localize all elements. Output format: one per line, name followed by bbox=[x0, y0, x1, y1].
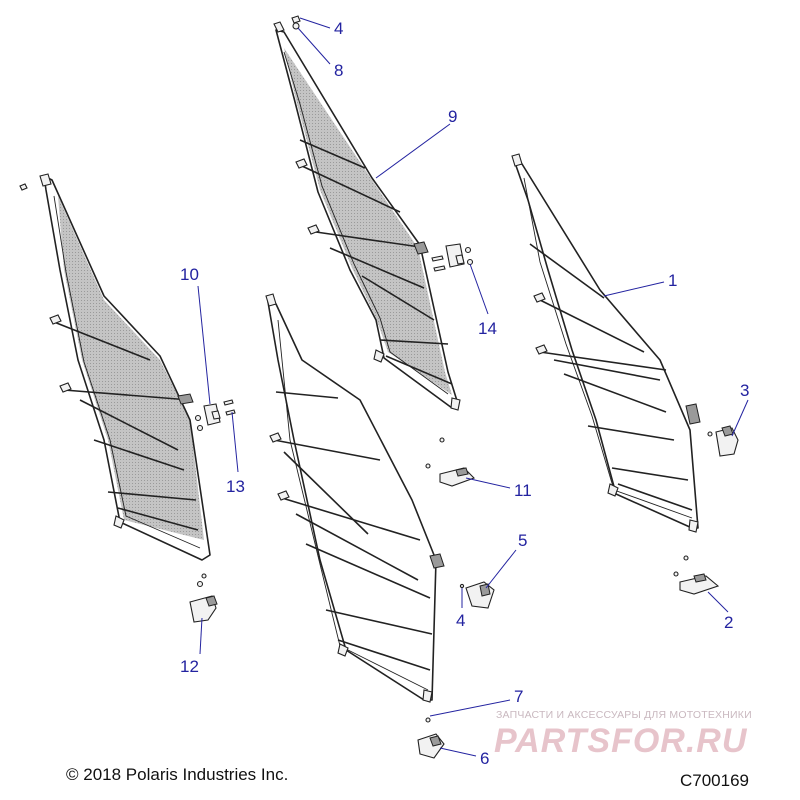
callout-4-top: 4 bbox=[334, 19, 343, 38]
copyright-text: © 2018 Polaris Industries Inc. bbox=[66, 765, 288, 784]
callout-9: 9 bbox=[448, 107, 457, 126]
callout-13: 13 bbox=[226, 477, 245, 496]
callout-6: 6 bbox=[480, 749, 489, 768]
callout-8: 8 bbox=[334, 61, 343, 80]
callout-labels: 1 2 3 4 4 5 6 7 8 9 10 11 12 13 14 bbox=[180, 19, 749, 768]
leader-lines bbox=[197, 17, 749, 757]
callout-3: 3 bbox=[740, 381, 749, 400]
door-frame-right bbox=[511, 153, 701, 533]
watermark: ЗАПЧАСТИ И АКСЕССУАРЫ ДЛЯ МОТОТЕХНИКИ PA… bbox=[494, 709, 752, 760]
callout-10: 10 bbox=[180, 265, 199, 284]
watermark-brand: PARTSFOR.RU bbox=[494, 722, 748, 760]
watermark-tagline: ЗАПЧАСТИ И АКСЕССУАРЫ ДЛЯ МОТОТЕХНИКИ bbox=[496, 709, 752, 721]
door-net-front-left bbox=[19, 173, 211, 561]
callout-14: 14 bbox=[478, 319, 497, 338]
diagram-code: C700169 bbox=[680, 771, 749, 790]
hinge-assembly-10 bbox=[194, 399, 236, 432]
hinge-11 bbox=[425, 437, 475, 487]
latch-6 bbox=[417, 717, 445, 759]
hinge-2 bbox=[673, 555, 720, 595]
callout-12: 12 bbox=[180, 657, 199, 676]
door-net-rear-left bbox=[273, 21, 461, 411]
hinge-assembly-14 bbox=[431, 243, 474, 272]
screw-and-washer-top bbox=[291, 15, 301, 30]
door-frame-center bbox=[265, 293, 445, 703]
callout-4-mid: 4 bbox=[456, 611, 465, 630]
callout-11: 11 bbox=[514, 481, 532, 500]
callout-5: 5 bbox=[518, 531, 527, 550]
callout-7: 7 bbox=[514, 687, 523, 706]
latch-12 bbox=[189, 573, 218, 623]
callout-1: 1 bbox=[668, 271, 677, 290]
latch-3 bbox=[707, 425, 739, 457]
callout-2: 2 bbox=[724, 613, 733, 632]
latch-5 bbox=[459, 581, 495, 609]
